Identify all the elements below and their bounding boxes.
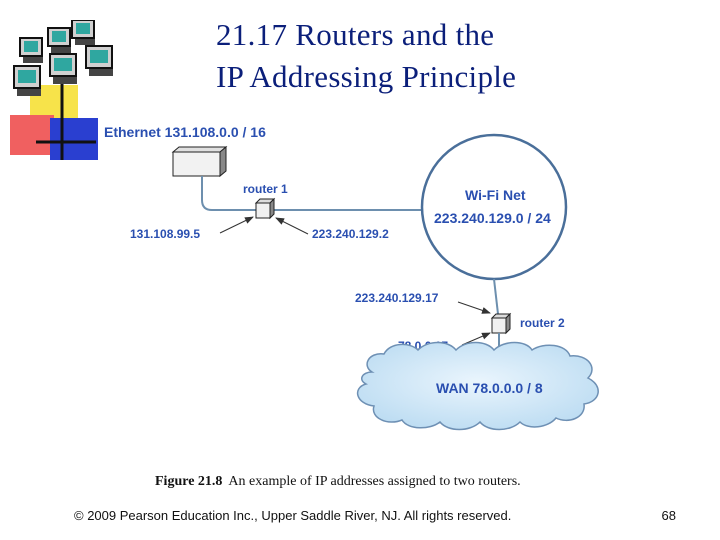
computer-icon <box>13 65 41 96</box>
figure-number: Figure 21.8 <box>155 474 223 489</box>
router1-wifi-address: 223.240.129.2 <box>312 227 389 241</box>
title-line-1: 21.17 Routers and the <box>216 17 495 52</box>
figure-caption-text: An example of IP addresses assigned to t… <box>228 474 521 489</box>
slide-decoration <box>10 20 113 160</box>
router1-ethernet-address: 131.108.99.5 <box>130 227 200 241</box>
copyright-footer: © 2009 Pearson Education Inc., Upper Sad… <box>74 508 512 523</box>
wifi-prefix: 223.240.129.0 / 24 <box>434 210 551 226</box>
ethernet-host <box>171 145 228 178</box>
ethernet-label: Ethernet 131.108.0.0 / 16 <box>104 124 266 140</box>
router2-wifi-address: 223.240.129.17 <box>355 291 439 305</box>
router1-wifi-arrow <box>275 217 309 235</box>
title-line-2: IP Addressing Principle <box>216 59 517 94</box>
wifi-name: Wi-Fi Net <box>465 187 526 203</box>
ethernet-wire <box>201 176 256 211</box>
computer-icon <box>47 27 71 53</box>
router1-label: router 1 <box>243 182 288 196</box>
network-diagram: Ethernet 131.108.0.0 / 16 Wi-Fi Net 223.… <box>104 124 599 431</box>
blue-block <box>50 118 98 160</box>
red-block <box>10 115 54 155</box>
page-number: 68 <box>661 508 676 523</box>
router2-wifi-arrow <box>457 301 491 314</box>
figure-caption: Figure 21.8 An example of IP addresses as… <box>155 474 521 490</box>
page-title: 21.17 Routers and the IP Addressing Prin… <box>216 14 696 98</box>
computer-icon <box>85 45 113 76</box>
wan-label: WAN 78.0.0.0 / 8 <box>436 380 543 396</box>
router-2 <box>490 312 512 335</box>
wifi-router2-link <box>493 278 499 315</box>
wifi-network-circle <box>420 133 568 281</box>
computer-icon <box>49 53 77 84</box>
router1-eth-arrow <box>219 216 254 234</box>
router-1 <box>254 197 276 220</box>
computer-icon <box>19 37 43 63</box>
router2-label: router 2 <box>520 316 565 330</box>
computer-icon <box>71 20 95 45</box>
wan-cloud <box>356 341 599 431</box>
